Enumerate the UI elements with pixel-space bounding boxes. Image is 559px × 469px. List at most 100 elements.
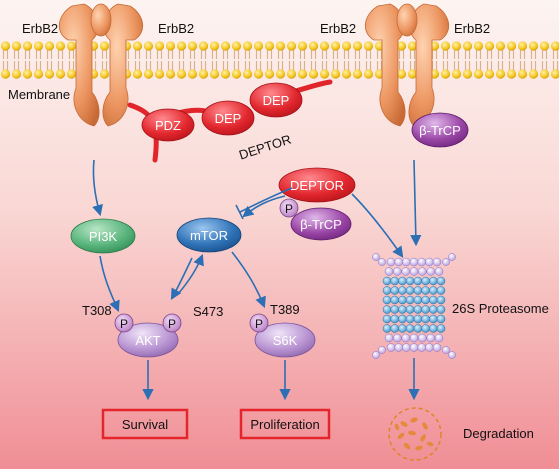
proteasome-subunit [429,295,438,305]
proteasome-subunit [429,324,438,333]
proteasome-subunit [434,267,444,276]
btrcp-membrane-node [411,112,469,148]
degradation-cluster [388,407,442,461]
proteasome-subunit [384,333,394,343]
proteasome-subunit [382,324,392,333]
proteasome-cap-subunit [372,351,380,359]
proteasome-subunit [398,305,407,314]
membrane-label: Membrane [8,87,70,102]
proteasome-subunit [409,333,419,343]
mtor-node [176,217,242,253]
proteasome-subunit [426,333,435,343]
survival-label: Survival [122,417,168,432]
proteasome-subunit [421,295,430,305]
proteasome-subunit [436,295,446,305]
proteasome-subunit [384,267,394,276]
deptor-cyto-node [278,167,356,203]
proteasome-subunit [382,305,392,314]
proteasome-subunit [398,276,407,286]
btrcp-membrane-label: β-TrCP [419,123,461,138]
proteasome-subunit [382,295,392,305]
pi3k-label: PI3K [89,229,118,244]
pdz-label: PDZ [155,118,181,133]
proteasome-subunit [413,286,423,295]
proteasome-subunit [409,257,419,267]
proliferation-box [239,408,331,440]
proteasome-subunit [413,295,423,305]
pathway-arrows [92,159,422,401]
arrow-deptor-to-mtor [242,195,286,218]
proteasome-subunit [426,267,435,276]
proteasome-subunit [405,314,415,324]
arrow-pi3k-to-akt [99,255,120,313]
proteasome-subunit [413,276,423,286]
inhibition-deptor-mtor [235,187,293,220]
dep-domain-2 [249,82,303,118]
erbb2-label-3: ErbB2 [320,21,356,36]
proteasome-subunit [405,276,415,286]
pdz-domain [141,108,195,142]
t308-label: T308 [82,303,112,318]
proteasome-subunit [413,305,423,314]
arrow-btrcp-to-proteasome [410,159,422,247]
proteasome-subunit [409,343,419,352]
phospho-deptor [279,198,299,218]
erbb2-receptor-pair-left [59,3,143,127]
arrow-deptor-to-proteasome [351,193,404,258]
arrow-mtor-to-akt [170,257,193,300]
proteasome-cap-subunit [442,346,450,354]
dep-label-2: DEP [263,93,290,108]
dep-label-1: DEP [215,111,242,126]
proteasome-subunit [436,305,446,314]
proteasome-subunit [382,276,392,286]
s6k-label: S6K [273,333,298,348]
survival-box [101,408,189,440]
proteasome-subunit [429,314,438,324]
proteasome-subunit [393,333,402,343]
proteasome-subunit [421,324,430,333]
proteasome-subunit [390,314,399,324]
proteasome-cap-subunit [378,258,386,266]
erbb2-label-4: ErbB2 [454,21,490,36]
proteasome-subunit [398,286,407,295]
proteasome-subunit [436,286,446,295]
proteasome-subunit [398,314,407,324]
proteasome-subunit [405,295,415,305]
phospho-akt-left-label: P [120,317,128,331]
proteasome-subunit [401,267,410,276]
deptor-membrane-complex [127,79,333,163]
proteasome-subunit [398,324,407,333]
proteasome-26s [372,253,456,359]
proteasome-subunit [436,276,446,286]
proteasome-subunit [417,343,426,352]
akt-node [117,322,179,358]
degradation-label: Degradation [463,426,534,441]
proteasome-subunit [421,314,430,324]
proteasome-subunit [434,333,444,343]
btrcp-cyto-label: β-TrCP [300,217,342,232]
akt-label: AKT [135,333,160,348]
proteasome-subunit [398,295,407,305]
proteasome-subunit [409,267,419,276]
proteasome-subunit [421,305,430,314]
proteasome-cap-subunit [378,346,386,354]
proteasome-subunit [405,305,415,314]
erbb2-receptor-pair-right [365,3,449,127]
proteasome-subunit [432,343,442,352]
phospho-deptor-label: P [285,202,293,216]
proteasome-subunit [394,343,403,352]
proteasome-subunit [413,324,423,333]
proteasome-subunit [418,267,427,276]
erbb2-label-1: ErbB2 [22,21,58,36]
phospho-akt-right-label: P [168,317,176,331]
proteasome-subunit [421,276,430,286]
proteasome-subunit [425,343,434,352]
proteasome-subunit [402,343,411,352]
proteasome-subunit [429,276,438,286]
membrane-bilayer [0,40,559,80]
arrow-mtor-to-s6k [231,251,266,309]
proteasome-cap-subunit [372,253,380,261]
dep-domain-1 [201,100,255,136]
